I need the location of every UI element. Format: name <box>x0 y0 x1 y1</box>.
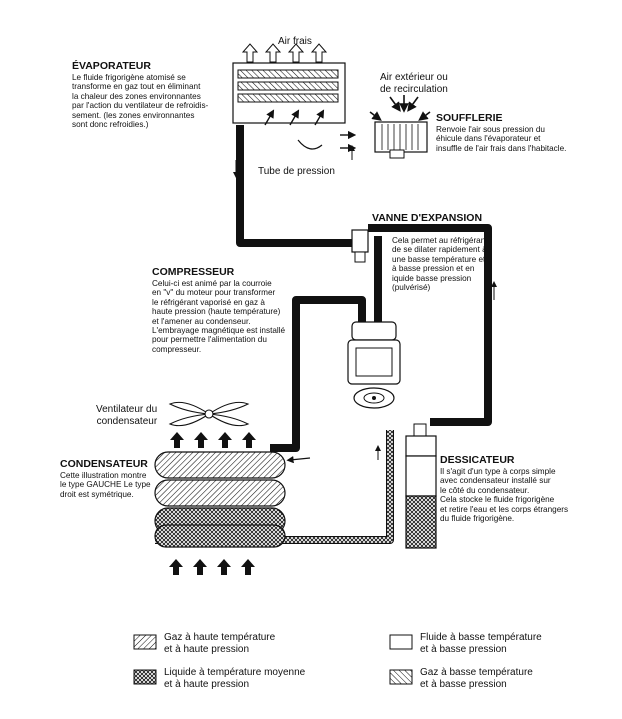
compressor <box>347 321 401 409</box>
evaporator-core <box>232 62 346 124</box>
condenser-fan <box>168 401 250 427</box>
legend-text: Fluide à basse température et à basse pr… <box>420 632 542 655</box>
dessicateur-title: DESSICATEUR <box>440 454 515 466</box>
air-exterieur-label: Air extérieur ou de recirculation <box>380 72 448 95</box>
pipe-low-pressure-gas <box>236 125 492 426</box>
pipe-high-pressure-gas <box>270 296 366 452</box>
fresh-air-arrows <box>241 43 328 63</box>
condenser-air-arrows <box>169 432 256 575</box>
tube-de-pression-label: Tube de pression <box>258 166 335 177</box>
condenser-inlet-arrow <box>286 456 311 464</box>
legend-text: Liquide à température moyenne et à haute… <box>164 667 306 690</box>
legend-text: Gaz à basse température et à basse press… <box>420 667 533 690</box>
outside-air-arrows <box>369 95 431 121</box>
compresseur-title: COMPRESSEUR <box>152 266 235 278</box>
vanne-text: Cela permet au réfrigérant de se dilater… <box>392 236 488 293</box>
evaporateur-title: ÉVAPORATEUR <box>72 60 151 72</box>
soufflerie-title: SOUFFLERIE <box>436 112 503 124</box>
legend-swatch-hatch-left <box>133 634 157 650</box>
compresseur-text: Celui-ci est animé par la courroie en "v… <box>152 279 286 354</box>
dessicateur-text: Il s'agit d'un type à corps simple avec … <box>440 467 569 524</box>
desiccator <box>405 423 437 549</box>
vanne-title: VANNE D'EXPANSION <box>372 212 483 224</box>
expansion-valve <box>351 229 369 263</box>
air-frais-label: Air frais <box>278 36 312 47</box>
soufflerie-text: Renvoie l'air sous pression du éhicule d… <box>436 125 567 153</box>
legend-swatch-crosshatch <box>133 669 157 685</box>
condenser <box>154 451 286 548</box>
legend-swatch-blank <box>389 634 413 650</box>
condensateur-text: Cette illustration montre le type GAUCHE… <box>60 471 151 499</box>
evaporator-flow-arrows <box>264 109 357 153</box>
ventilateur-label: Ventilateur du condensateur <box>96 404 158 427</box>
pressure-tube <box>297 139 323 150</box>
legend-swatch-hatch-right <box>389 669 413 685</box>
condensateur-title: CONDENSATEUR <box>60 458 148 470</box>
blower <box>374 121 428 159</box>
legend-text: Gaz à haute température et à haute press… <box>164 632 276 655</box>
evaporateur-text: Le fluide frigorigène atomisé se transfo… <box>72 73 209 130</box>
